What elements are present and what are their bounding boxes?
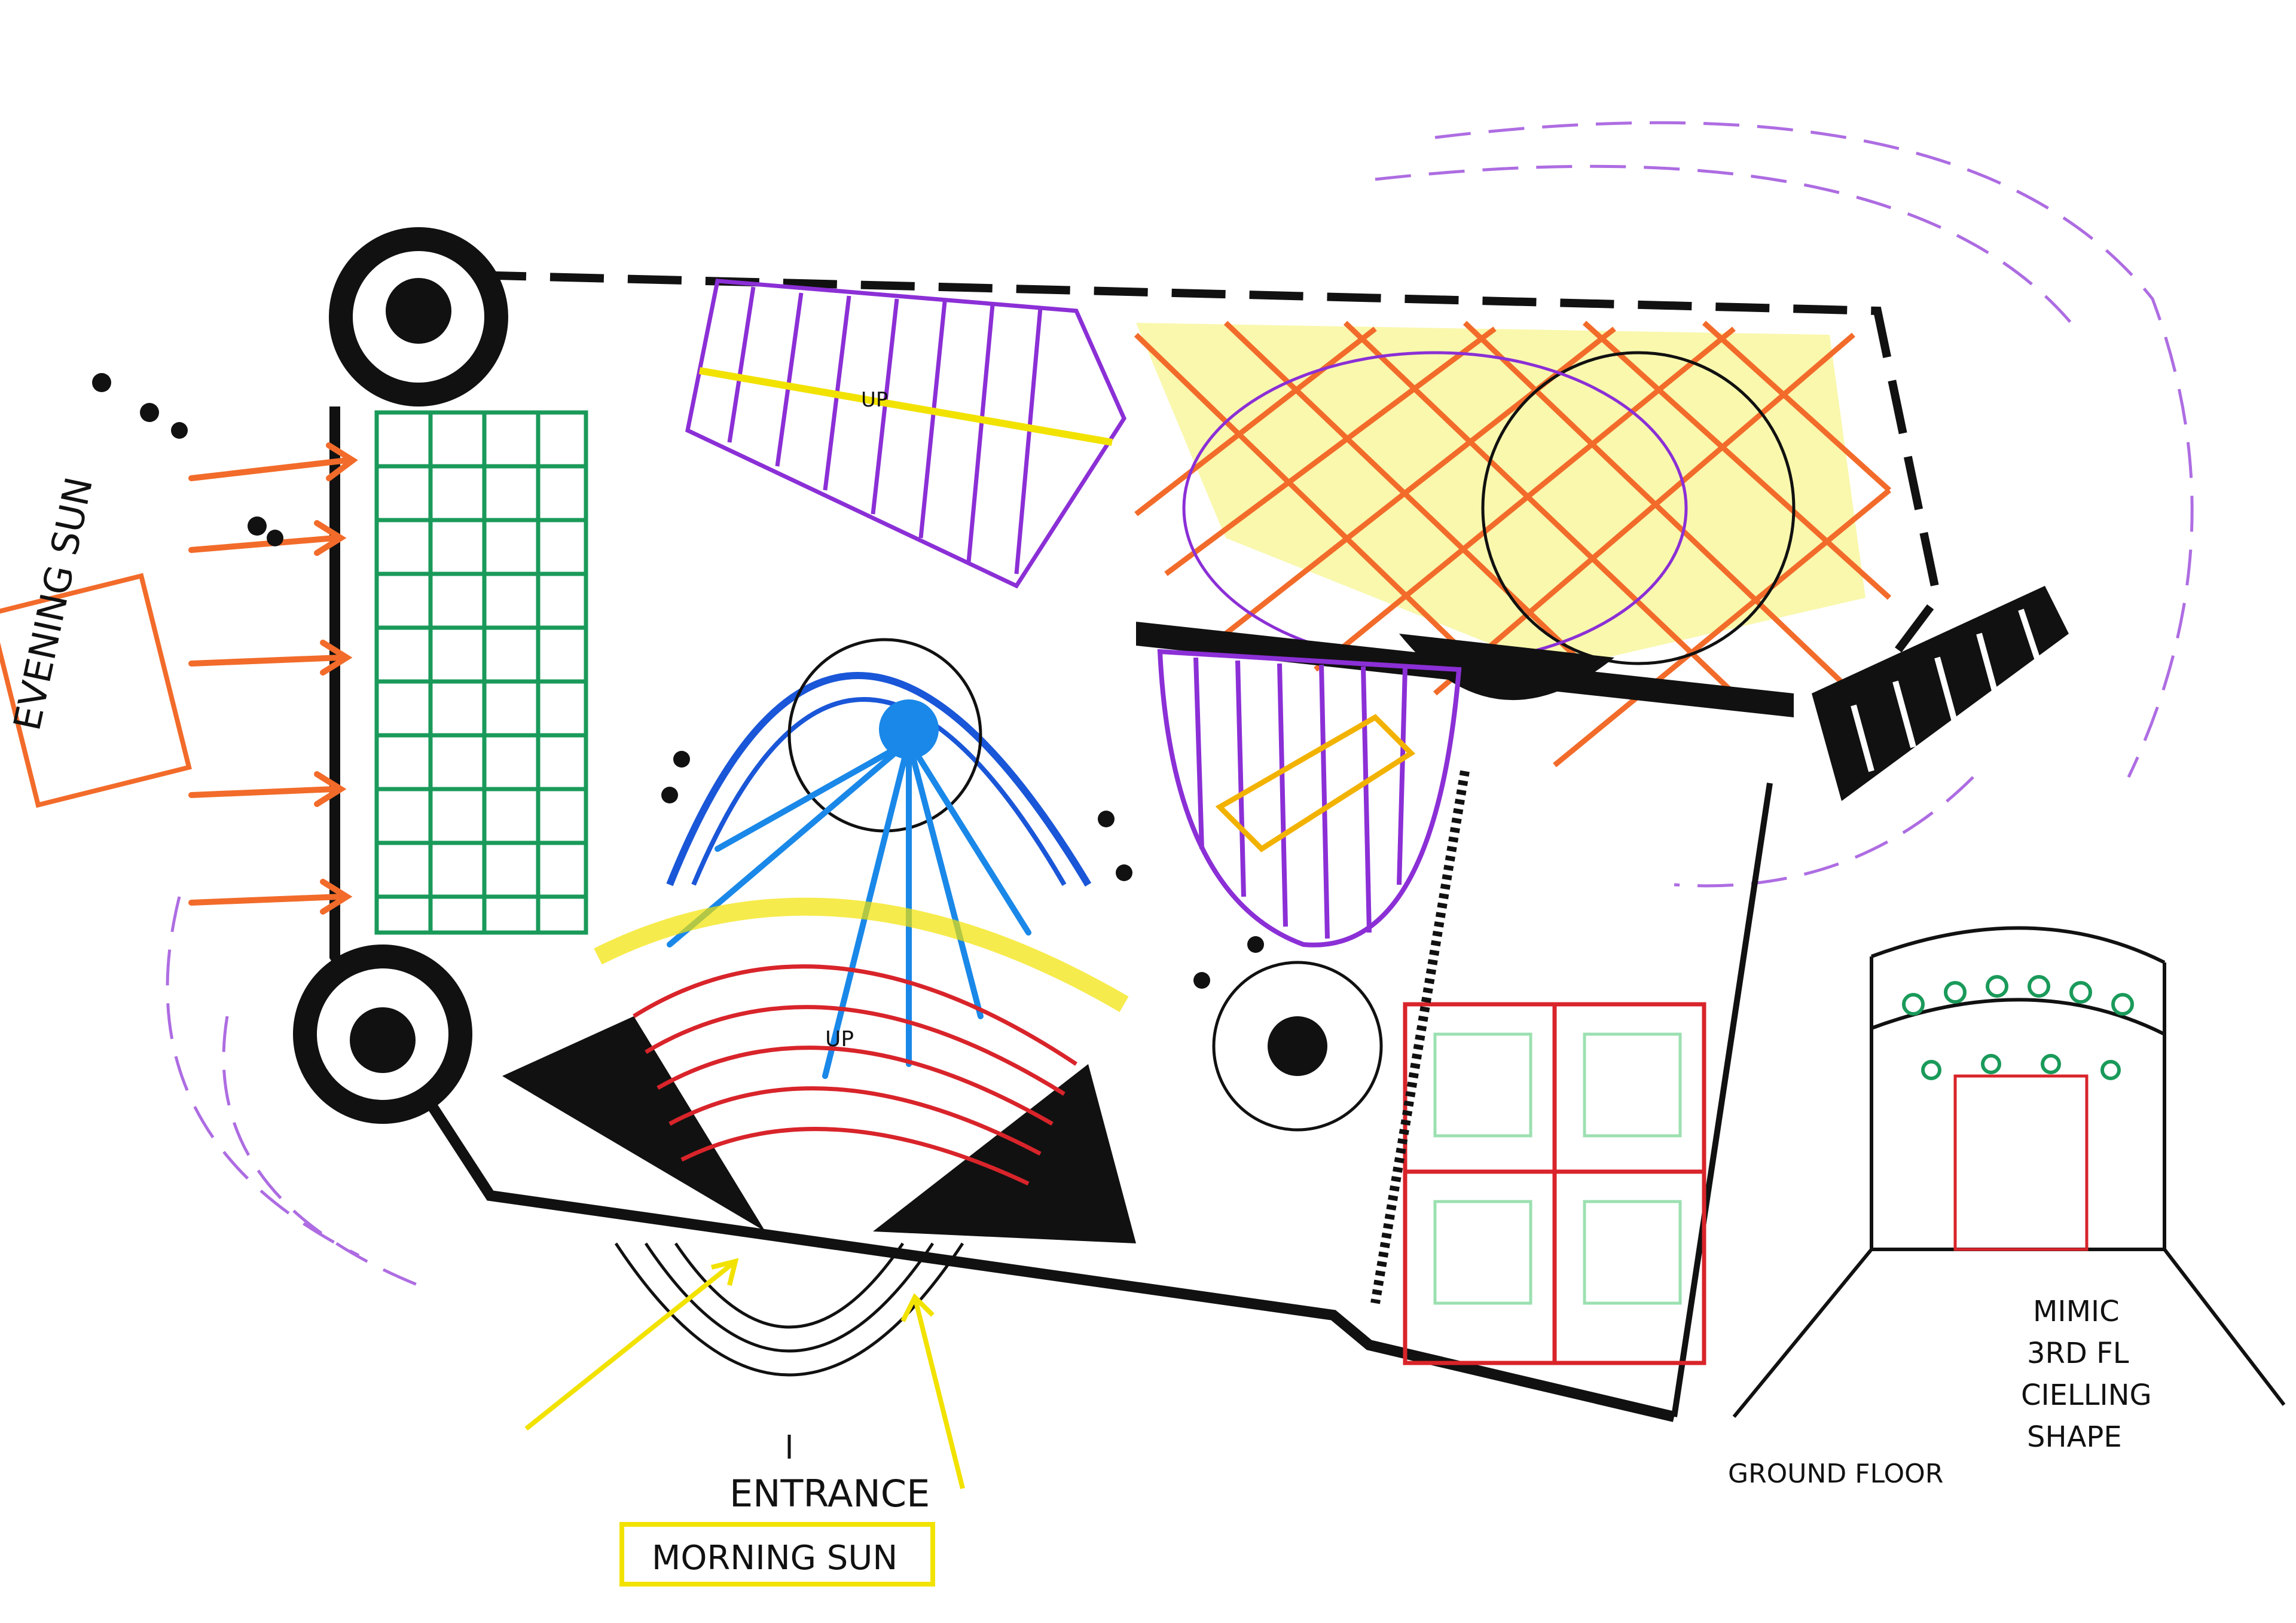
- mimic-label-line4: SHAPE: [2027, 1420, 2122, 1454]
- central-dome: [594, 638, 1129, 1079]
- evening-sun-label-box: EVENING SUN: [0, 473, 192, 808]
- corner-tower-bottom: [293, 945, 472, 1124]
- morning-sun-arrows: [524, 1258, 965, 1489]
- morning-sun-label: MORNING SUN: [652, 1539, 897, 1578]
- mimic-label-line3: CIELLING: [2021, 1379, 2152, 1412]
- corner-tower-top: [329, 227, 508, 406]
- dark-canopy-band: [1136, 586, 2069, 801]
- context-swirl-lines: [166, 121, 2194, 1287]
- entrance-stair-fan: UP: [502, 964, 1136, 1243]
- morning-sun-label-box: MORNING SUN: [619, 1522, 935, 1587]
- stair-up-label-right: UP: [861, 388, 888, 412]
- entrance-label: ENTRANCE: [729, 1472, 930, 1515]
- dark-canopy-spikes: [1851, 609, 2042, 772]
- bottom-right-rooms: [1370, 770, 1706, 1365]
- evening-sun-label: EVENING SUN: [5, 473, 101, 734]
- vestibule-dark-circle: [1212, 961, 1383, 1132]
- stair-up-label-left: UP: [825, 1027, 854, 1052]
- purple-semicircle-zone: [1157, 649, 1462, 947]
- green-grid-zone: [374, 410, 588, 935]
- ground-floor-label: GROUND FLOOR: [1728, 1459, 1943, 1489]
- column-ring-dots: [661, 751, 1264, 989]
- mimic-label-line2: 3RD FL: [2027, 1337, 2129, 1370]
- atrium-grid-zone: [1134, 320, 1892, 768]
- evening-sun-dots: [92, 373, 283, 546]
- evening-sun-arrows: [188, 442, 358, 915]
- mimic-label-line1: MIMIC: [2033, 1295, 2120, 1328]
- purple-ramp-zone: [685, 279, 1126, 589]
- ceiling-shape-inset: [1732, 926, 2286, 1418]
- entrance-arcs: [614, 1242, 964, 1459]
